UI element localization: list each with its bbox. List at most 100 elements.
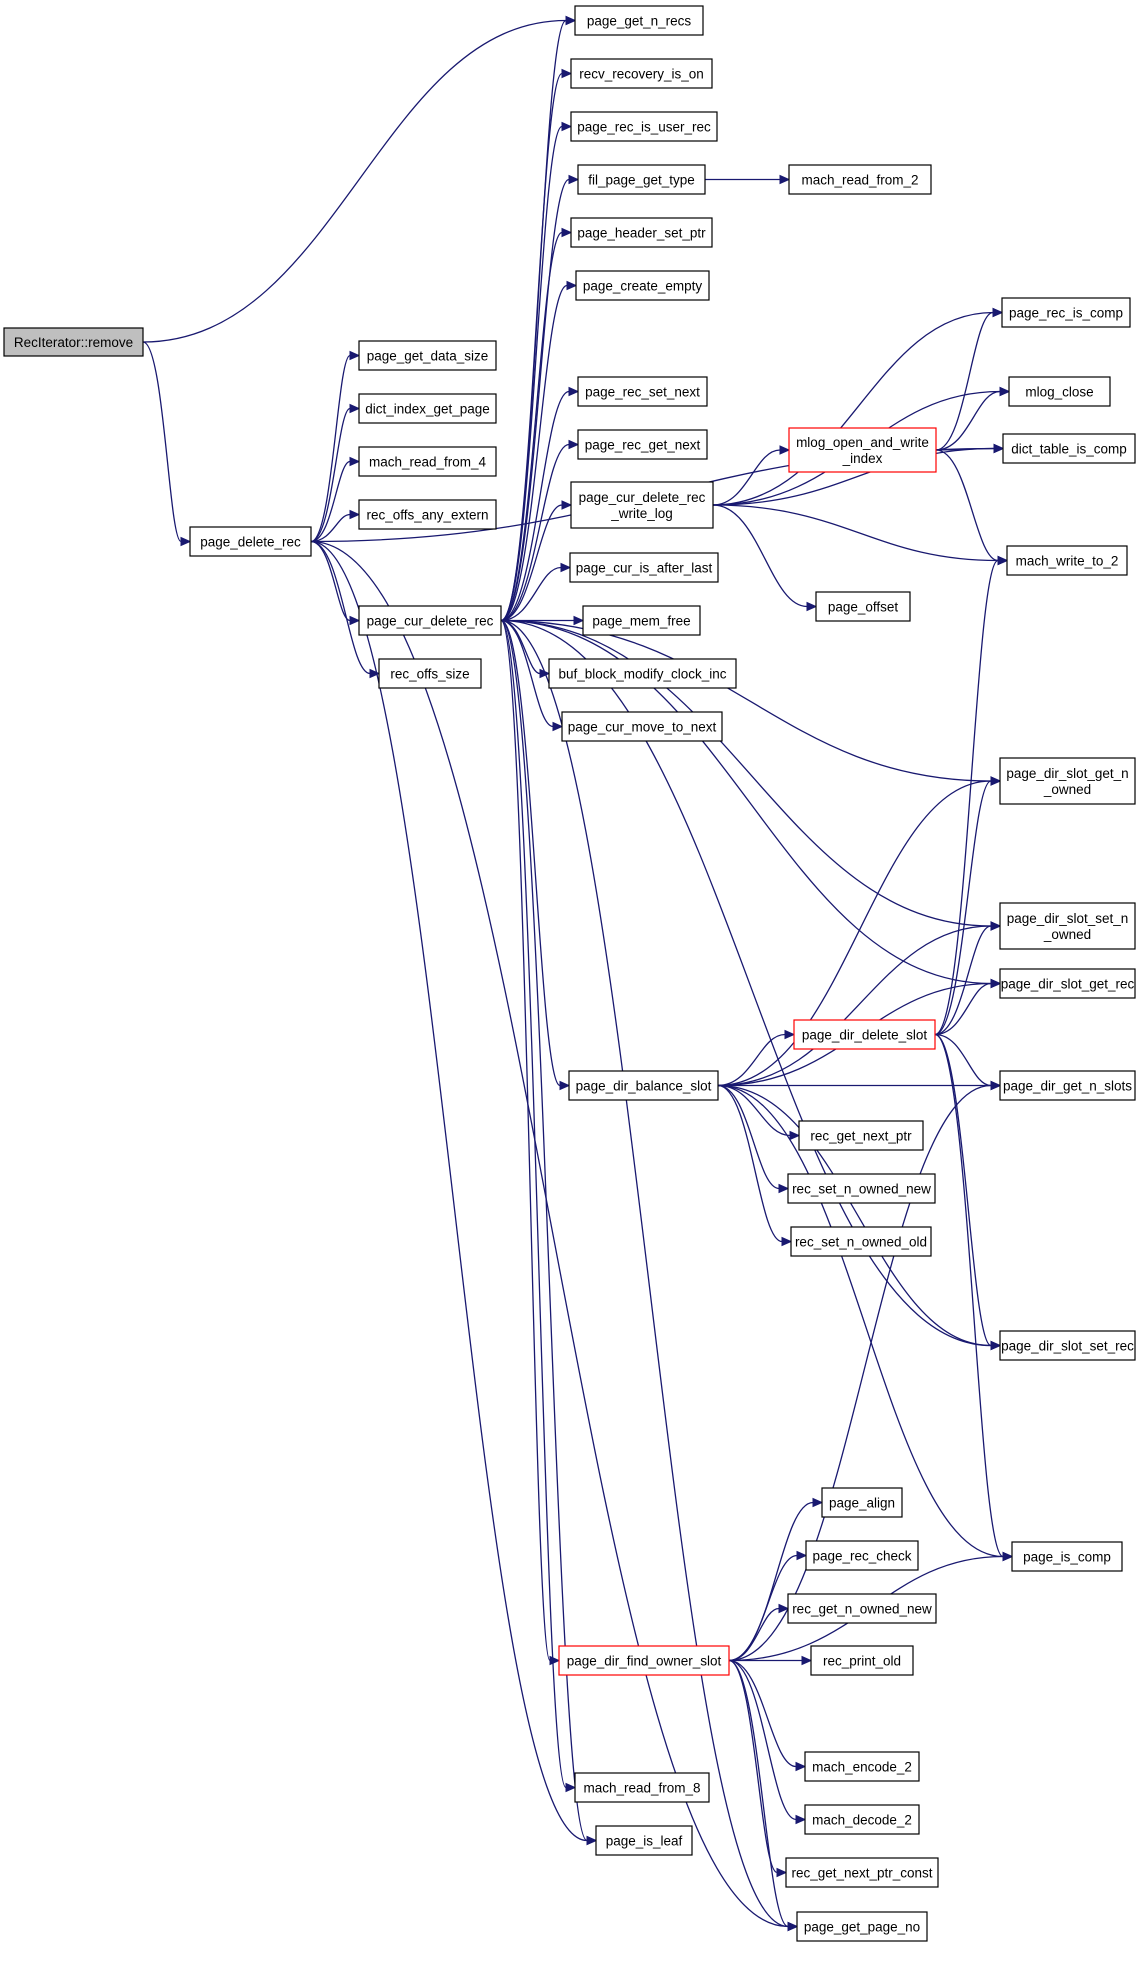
node-label: mach_read_from_4 bbox=[369, 455, 487, 470]
node-page-get-n-recs[interactable]: page_get_n_recs bbox=[574, 5, 704, 36]
edge-line bbox=[310, 354, 351, 543]
node-rec-get-n-owned-new[interactable]: rec_get_n_owned_new bbox=[787, 1593, 937, 1624]
node-label: mach_read_from_2 bbox=[801, 173, 918, 188]
node-box bbox=[574, 5, 704, 36]
edge-arrowhead bbox=[349, 350, 361, 361]
node-mlog-close[interactable]: mlog_close bbox=[1008, 376, 1111, 407]
node-page-rec-is-user-rec[interactable]: page_rec_is_user_rec bbox=[570, 111, 718, 142]
node-page-rec-is-comp[interactable]: page_rec_is_comp bbox=[1001, 297, 1131, 328]
node-page-dir-delete-slot[interactable]: page_dir_delete_slot bbox=[793, 1019, 936, 1050]
node-label: _owned bbox=[1043, 782, 1091, 797]
node-page-cur-move-to-next[interactable]: page_cur_move_to_next bbox=[561, 711, 723, 742]
node-rec-set-n-owned-old[interactable]: rec_set_n_owned_old bbox=[790, 1226, 932, 1257]
node-box bbox=[999, 757, 1136, 805]
node-page-dir-slot-get-n-owned[interactable]: page_dir_slot_get_n_owned bbox=[999, 757, 1136, 805]
node-page-get-data-size[interactable]: page_get_data_size bbox=[358, 340, 497, 371]
node-label: page_cur_delete_rec bbox=[367, 614, 494, 629]
edge-page-dir-balance-slot-to-page-dir-delete-slot bbox=[717, 1029, 796, 1087]
node-page-dir-slot-get-rec[interactable]: page_dir_slot_get_rec bbox=[999, 968, 1136, 999]
node-page-get-page-no[interactable]: page_get_page_no bbox=[796, 1911, 928, 1942]
edge-line bbox=[310, 540, 371, 675]
edge-page-delete-rec-to-page-cur-delete-rec bbox=[310, 540, 361, 626]
edge-arrowhead bbox=[776, 1867, 788, 1878]
edge-arrowhead bbox=[573, 615, 585, 626]
edge-line bbox=[500, 619, 588, 1842]
node-box bbox=[570, 111, 718, 142]
node-mach-read-from-4[interactable]: mach_read_from_4 bbox=[358, 446, 497, 477]
edge-page-cur-delete-rec-to-mach-read-from-8 bbox=[500, 619, 577, 1793]
edge-line bbox=[717, 1084, 780, 1190]
node-mach-write-to-2[interactable]: mach_write_to_2 bbox=[1006, 545, 1128, 576]
node-page-is-comp[interactable]: page_is_comp bbox=[1011, 1541, 1123, 1572]
node-rec-offs-size[interactable]: rec_offs_size bbox=[378, 658, 482, 689]
node-fil-page-get-type[interactable]: fil_page_get_type bbox=[577, 164, 706, 195]
node-root[interactable]: RecIterator::remove bbox=[3, 327, 144, 357]
node-mlog-open-and-write-index[interactable]: mlog_open_and_write_index bbox=[788, 427, 937, 473]
node-box bbox=[798, 1120, 924, 1151]
node-box bbox=[548, 658, 737, 689]
node-mach-read-from-8[interactable]: mach_read_from_8 bbox=[574, 1772, 710, 1803]
node-box bbox=[810, 1645, 914, 1676]
edge-page-dir-balance-slot-to-page-dir-get-n-slots bbox=[718, 1080, 1002, 1091]
node-page-create-empty[interactable]: page_create_empty bbox=[575, 270, 710, 301]
node-page-rec-get-next[interactable]: page_rec_get_next bbox=[577, 429, 708, 460]
node-buf-block-modify-clock-inc[interactable]: buf_block_modify_clock_inc bbox=[548, 658, 737, 689]
node-page-rec-set-next[interactable]: page_rec_set_next bbox=[577, 376, 708, 407]
edge-arrowhead bbox=[349, 403, 361, 414]
edge-line bbox=[728, 1084, 992, 1662]
node-page-dir-slot-set-n-owned[interactable]: page_dir_slot_set_n_owned bbox=[999, 902, 1136, 950]
node-page-is-leaf[interactable]: page_is_leaf bbox=[595, 1825, 693, 1856]
node-page-rec-check[interactable]: page_rec_check bbox=[805, 1540, 919, 1571]
edge-page-cur-delete-rec-to-page-rec-get-next bbox=[500, 439, 580, 622]
edge-line bbox=[500, 504, 563, 622]
node-label: page_dir_delete_slot bbox=[802, 1028, 928, 1043]
node-page-cur-is-after-last[interactable]: page_cur_is_after_last bbox=[569, 552, 719, 583]
node-page-cur-delete-rec-write-log[interactable]: page_cur_delete_rec_write_log bbox=[570, 481, 714, 529]
node-label: page_dir_balance_slot bbox=[576, 1079, 712, 1094]
node-label: rec_get_next_ptr bbox=[810, 1129, 912, 1144]
edge-line bbox=[310, 540, 789, 1928]
node-label: page_rec_get_next bbox=[585, 438, 701, 453]
node-mach-encode-2[interactable]: mach_encode_2 bbox=[804, 1751, 920, 1782]
node-rec-get-next-ptr-const[interactable]: rec_get_next_ptr_const bbox=[785, 1857, 939, 1888]
node-page-header-set-ptr[interactable]: page_header_set_ptr bbox=[570, 217, 713, 248]
node-box bbox=[582, 605, 701, 636]
edge-page-cur-delete-rec-to-page-header-set-ptr bbox=[500, 227, 573, 622]
node-page-cur-delete-rec[interactable]: page_cur_delete_rec bbox=[358, 605, 502, 636]
node-box bbox=[378, 658, 482, 689]
node-rec-set-n-owned-new[interactable]: rec_set_n_owned_new bbox=[787, 1173, 936, 1204]
node-label: page_dir_find_owner_slot bbox=[567, 1654, 722, 1669]
node-rec-print-old[interactable]: rec_print_old bbox=[810, 1645, 914, 1676]
edge-line bbox=[500, 443, 570, 622]
edge-line bbox=[500, 125, 563, 622]
node-dict-table-is-comp[interactable]: dict_table_is_comp bbox=[1002, 433, 1136, 464]
node-page-dir-balance-slot[interactable]: page_dir_balance_slot bbox=[568, 1070, 719, 1101]
node-rec-offs-any-extern[interactable]: rec_offs_any_extern bbox=[358, 499, 497, 530]
node-dict-index-get-page[interactable]: dict_index_get_page bbox=[358, 393, 497, 424]
node-rec-get-next-ptr[interactable]: rec_get_next_ptr bbox=[798, 1120, 924, 1151]
node-page-dir-slot-set-rec[interactable]: page_dir_slot_set_rec bbox=[999, 1330, 1136, 1361]
edge-page-dir-find-owner-slot-to-page-rec-check bbox=[728, 1550, 808, 1662]
node-label: mlog_close bbox=[1025, 385, 1093, 400]
edge-line bbox=[717, 1033, 786, 1087]
edge-line bbox=[728, 1659, 789, 1928]
node-label: page_cur_move_to_next bbox=[568, 720, 717, 735]
node-recv-recovery-is-on[interactable]: recv_recovery_is_on bbox=[570, 58, 713, 89]
node-box bbox=[3, 327, 144, 357]
node-mach-read-from-2[interactable]: mach_read_from_2 bbox=[788, 164, 932, 195]
node-page-dir-find-owner-slot[interactable]: page_dir_find_owner_slot bbox=[558, 1645, 730, 1676]
node-page-mem-free[interactable]: page_mem_free bbox=[582, 605, 701, 636]
edge-arrowhead bbox=[801, 1655, 813, 1666]
node-page-dir-get-n-slots[interactable]: page_dir_get_n_slots bbox=[999, 1070, 1136, 1101]
node-mach-decode-2[interactable]: mach_decode_2 bbox=[804, 1804, 920, 1835]
node-page-align[interactable]: page_align bbox=[821, 1487, 903, 1518]
edge-page-cur-delete-rec-write-log-to-mach-write-to-2 bbox=[712, 504, 1009, 566]
node-label: page_delete_rec bbox=[200, 535, 301, 550]
edge-line bbox=[934, 1033, 992, 1347]
edge-line bbox=[712, 447, 995, 506]
edge-line bbox=[934, 780, 992, 1036]
node-page-delete-rec[interactable]: page_delete_rec bbox=[189, 526, 312, 557]
edge-arrowhead bbox=[568, 174, 580, 185]
node-page-offset[interactable]: page_offset bbox=[815, 591, 911, 622]
edge-mlog-open-and-write-index-to-mach-write-to-2 bbox=[935, 449, 1009, 566]
